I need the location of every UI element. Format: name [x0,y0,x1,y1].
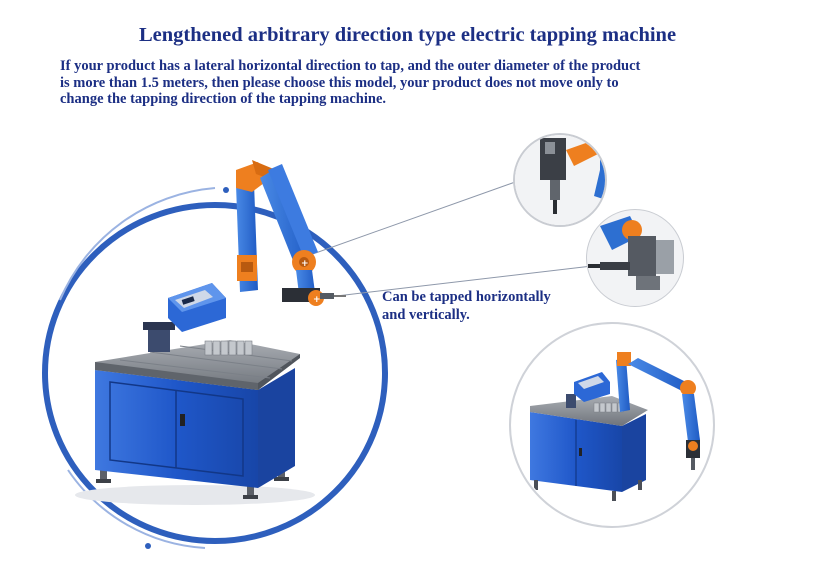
horizontal-tapping-detail-photo [586,209,684,307]
caption-line: and vertically. [382,307,470,323]
caption-line: Can be tapped horizontally [382,289,551,305]
machine-overview-photo [509,322,715,528]
main-tapping-machine-photo: + + [42,160,593,549]
svg-text:+: + [301,259,309,269]
page-title: Lengthened arbitrary direction type elec… [138,24,677,46]
svg-text:+: + [313,295,321,305]
vertical-tapping-detail-photo [513,133,607,227]
orientation-caption: Can be tapped horizontally and verticall… [382,288,622,324]
description-line: is more than 1.5 meters, then please cho… [60,74,619,91]
description-line: If your product has a lateral horizontal… [60,58,641,74]
description-line: change the tapping direction of the tapp… [60,91,387,107]
product-description: If your product has a lateral horizontal… [60,58,780,108]
